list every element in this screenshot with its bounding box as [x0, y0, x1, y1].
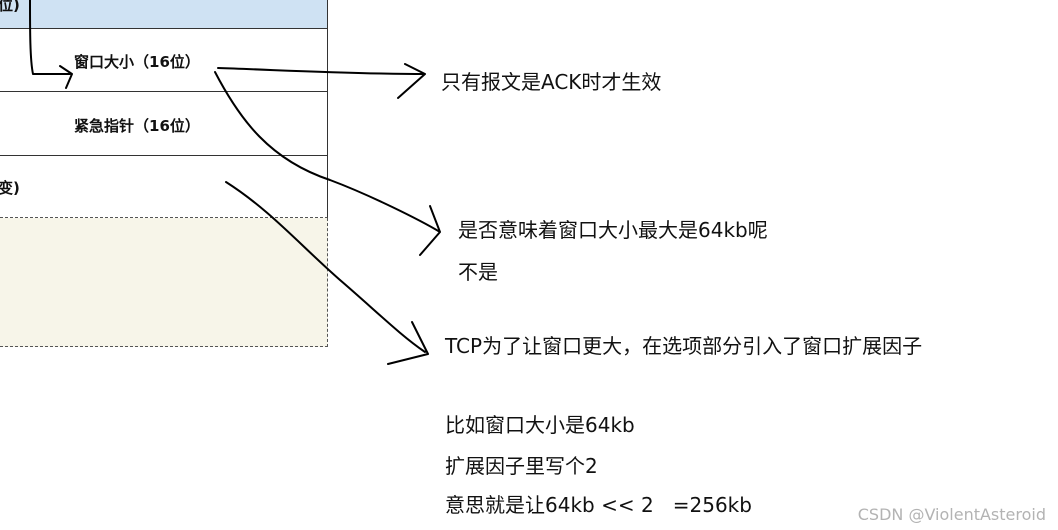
top-row-label-fragment: 位) — [0, 0, 20, 14]
variable-row-label-fragment: 变) — [0, 179, 20, 197]
watermark: CSDN @ViolentAsteroid — [857, 505, 1046, 524]
header-row-top: 位) — [0, 0, 328, 29]
window-size-row: 窗口大小（16位） — [0, 29, 328, 92]
note-example-line2: 扩展因子里写个2 — [445, 454, 598, 478]
note-max-question: 是否意味着窗口大小最大是64kb呢 — [458, 218, 768, 242]
bracket-arrow — [29, 0, 73, 89]
urgent-pointer-row: 紧急指针（16位） — [0, 92, 328, 156]
note-example-line3: 意思就是让64kb << 2 =256kb — [445, 493, 752, 517]
arrow-max — [214, 71, 441, 256]
window-size-label: 窗口大小（16位） — [74, 53, 200, 71]
urgent-pointer-label: 紧急指针（16位） — [74, 117, 200, 135]
note-scale-factor: TCP为了让窗口更大，在选项部分引入了窗口扩展因子 — [445, 334, 923, 358]
arrow-ack — [217, 63, 426, 99]
options-area — [0, 218, 328, 347]
note-example-line1: 比如窗口大小是64kb — [445, 413, 635, 437]
variable-row: 变) — [0, 156, 328, 218]
arrow-scale — [225, 181, 429, 365]
note-answer-no: 不是 — [458, 260, 498, 284]
note-ack-only: 只有报文是ACK时才生效 — [441, 70, 662, 94]
